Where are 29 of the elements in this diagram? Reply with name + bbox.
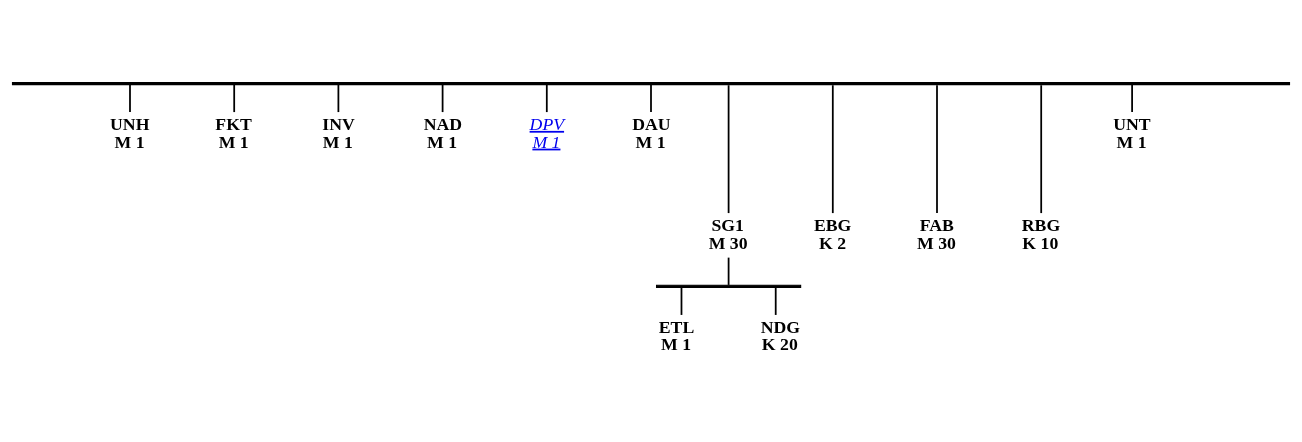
- connector: [1040, 84, 1043, 214]
- node-text: NAD M 1: [423, 113, 463, 152]
- connector: [545, 83, 548, 113]
- connector: [727, 256, 730, 286]
- connector: [831, 84, 834, 214]
- node-bar: [656, 284, 802, 289]
- connector: [774, 286, 777, 316]
- node-text: UNT M 1: [1113, 113, 1151, 152]
- connector: [1131, 83, 1133, 113]
- node-text: SG1 M 30: [708, 214, 748, 253]
- connector: [650, 83, 652, 113]
- node-text: EBG K 2: [813, 214, 852, 253]
- node-text: FKT M 1: [215, 113, 252, 152]
- node-text: ETL M 1: [658, 316, 695, 355]
- node-text: FAB M 30: [917, 214, 956, 253]
- node-text: DAU M 1: [632, 113, 671, 152]
- connector: [680, 286, 683, 316]
- connector: [936, 84, 938, 214]
- node-text: INV M 1: [322, 113, 355, 152]
- connector: [727, 84, 730, 214]
- node-bar: [11, 81, 1291, 86]
- node-text: DPV M 1: [529, 113, 565, 152]
- connector: [233, 83, 236, 113]
- node-text: NDG K 20: [760, 316, 801, 355]
- node-text: RBG K 10: [1021, 214, 1061, 253]
- node-text: UNH M 1: [110, 113, 150, 152]
- connector: [441, 83, 444, 113]
- connector: [129, 83, 131, 113]
- connector: [337, 83, 340, 113]
